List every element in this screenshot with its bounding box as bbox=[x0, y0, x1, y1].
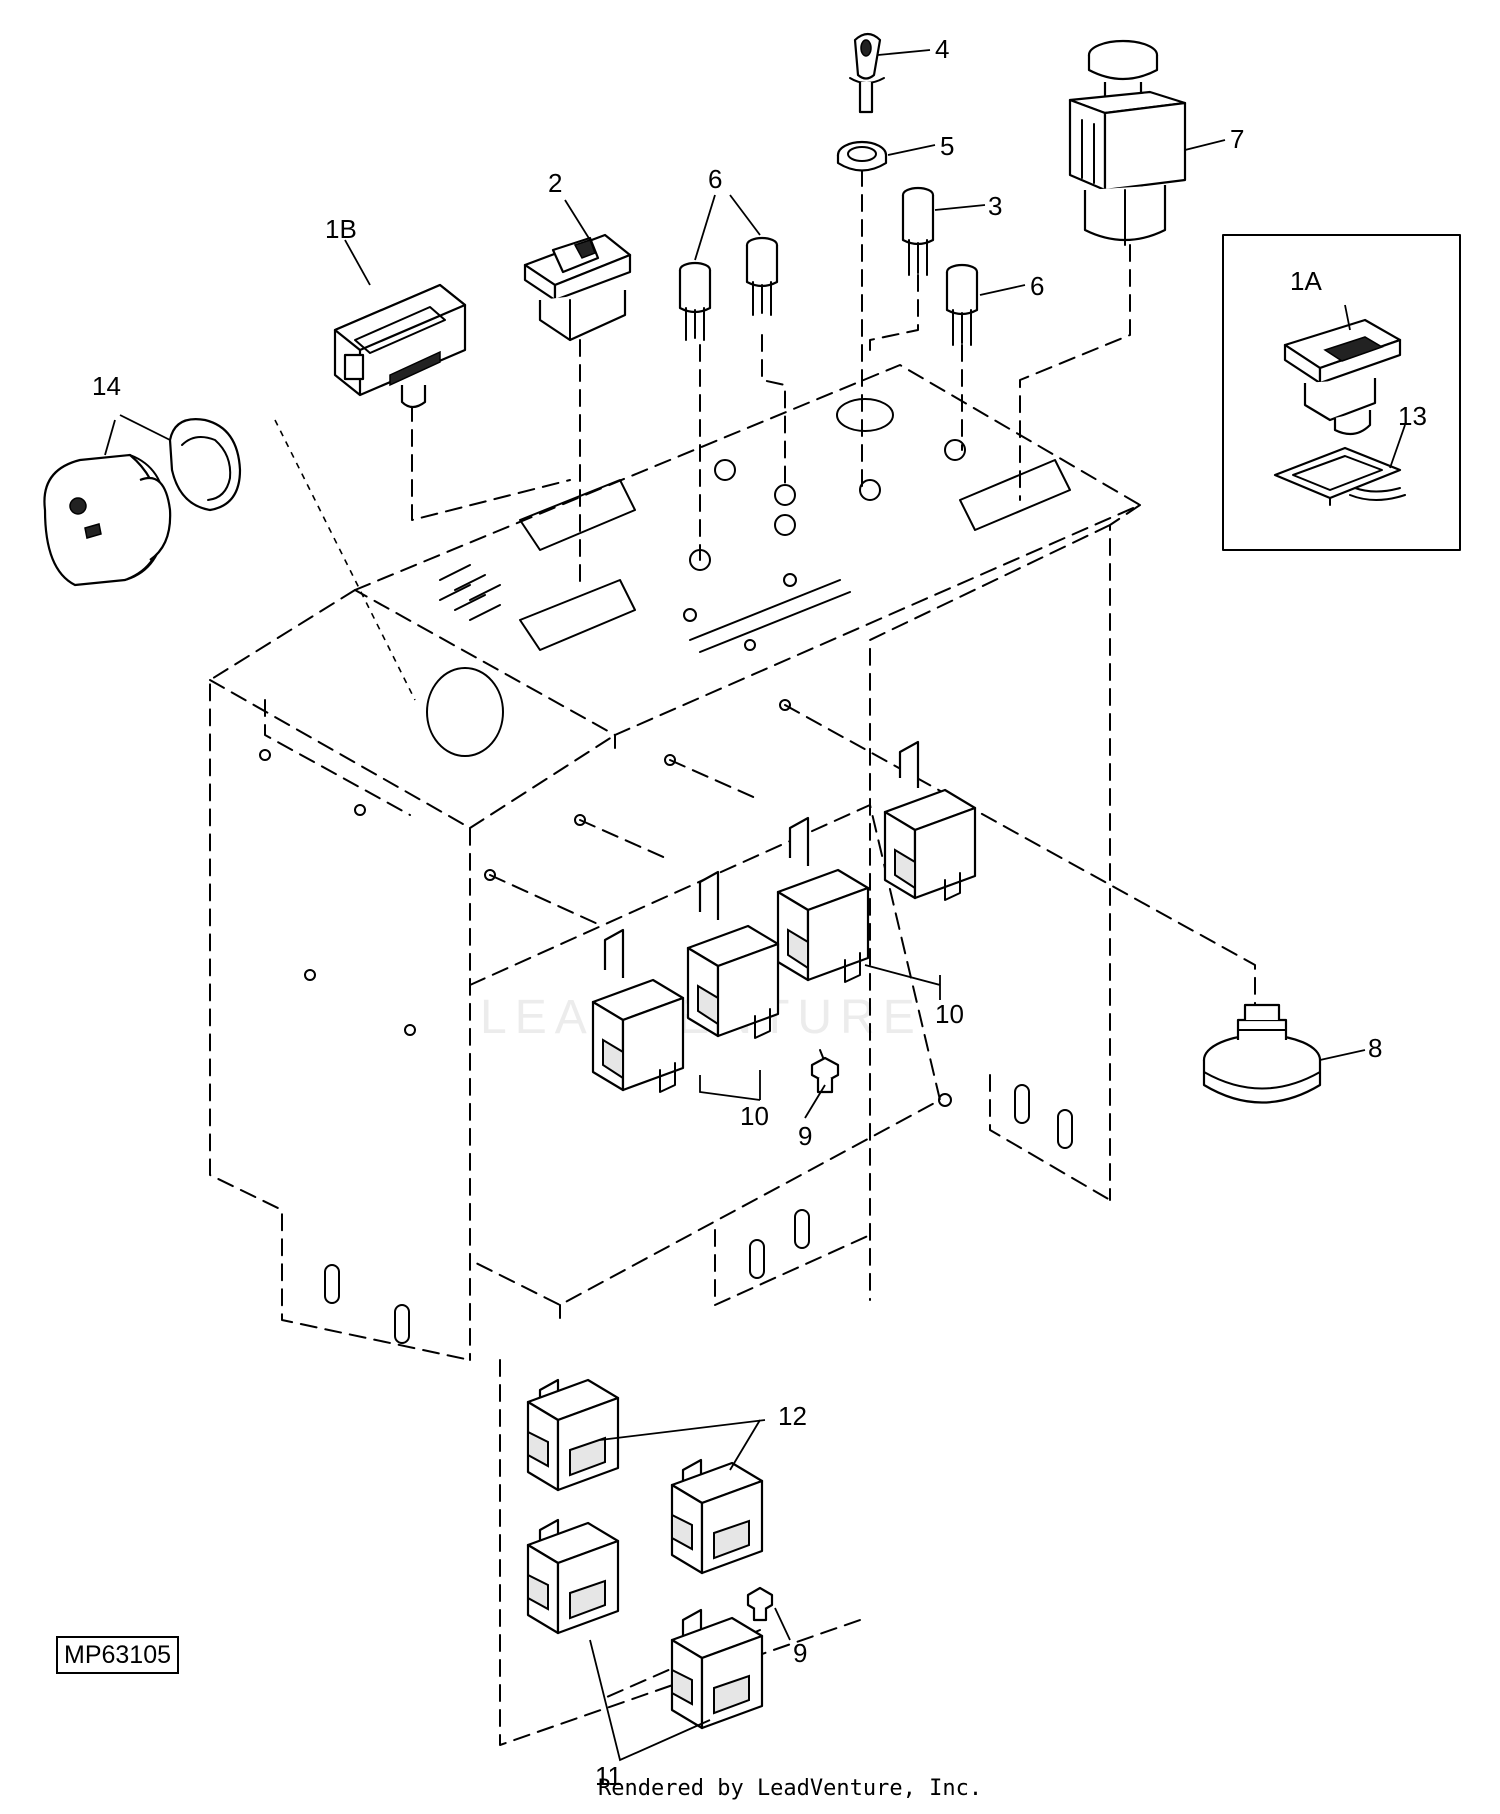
part-10-relay-2 bbox=[776, 816, 870, 983]
callout-8: 8 bbox=[1368, 1033, 1382, 1063]
part-12-relay-1 bbox=[526, 1378, 620, 1492]
part-3-lamp bbox=[901, 186, 935, 276]
callout-1B: 1B bbox=[325, 214, 357, 244]
part-4-key bbox=[849, 32, 885, 114]
part-6-lamp-right bbox=[945, 263, 979, 346]
leader-lines bbox=[104, 49, 1406, 1762]
callout-10-lower: 10 bbox=[740, 1101, 769, 1131]
part-1A-switch bbox=[1283, 318, 1402, 436]
callout-12: 12 bbox=[778, 1401, 807, 1431]
part-14-knob bbox=[43, 418, 242, 587]
part-10-relay-4 bbox=[591, 928, 685, 1093]
callout-1A: 1A bbox=[1290, 266, 1322, 296]
part-5-nut bbox=[836, 140, 888, 172]
part-13-gasket bbox=[1273, 446, 1406, 506]
callout-6-upper: 6 bbox=[708, 164, 722, 194]
part-8-sensor bbox=[1202, 1003, 1322, 1104]
figure-id-label: MP63105 bbox=[56, 1636, 180, 1674]
part-10-relay-3 bbox=[686, 870, 780, 1039]
part-2-rocker-switch bbox=[523, 233, 632, 342]
callout-7: 7 bbox=[1230, 124, 1244, 154]
inset-box bbox=[1222, 234, 1461, 551]
callout-11: 11 bbox=[595, 1761, 622, 1791]
part-7-pto-switch bbox=[1068, 39, 1187, 246]
render-credit: Rendered by LeadVenture, Inc. bbox=[598, 1776, 983, 1801]
part-10-relay-1 bbox=[883, 740, 977, 901]
callout-10-upper: 10 bbox=[935, 999, 964, 1029]
part-9-screw-lower bbox=[746, 1586, 774, 1622]
part-12-relay-2 bbox=[670, 1458, 764, 1575]
part-6-lamp-middle bbox=[745, 236, 779, 316]
callout-9-lower: 9 bbox=[793, 1638, 807, 1668]
part-11-relay-2 bbox=[670, 1608, 764, 1730]
part-1B-switch bbox=[333, 283, 467, 409]
part-9-screw-upper bbox=[810, 1056, 840, 1094]
callout-14: 14 bbox=[92, 371, 121, 401]
top-plate-cutouts bbox=[259, 398, 1073, 1344]
callout-9-upper: 9 bbox=[798, 1121, 812, 1151]
callout-2: 2 bbox=[548, 168, 562, 198]
callout-6-right: 6 bbox=[1030, 271, 1044, 301]
callout-3: 3 bbox=[988, 191, 1002, 221]
callout-labels: 1B 1A 2 3 4 5 6 6 7 8 9 9 10 10 11 12 13… bbox=[92, 34, 1427, 1791]
callout-5: 5 bbox=[940, 131, 954, 161]
part-11-relay-1 bbox=[526, 1518, 620, 1635]
callout-13: 13 bbox=[1398, 401, 1427, 431]
callout-4: 4 bbox=[935, 34, 949, 64]
part-6-lamp-left bbox=[678, 261, 712, 341]
